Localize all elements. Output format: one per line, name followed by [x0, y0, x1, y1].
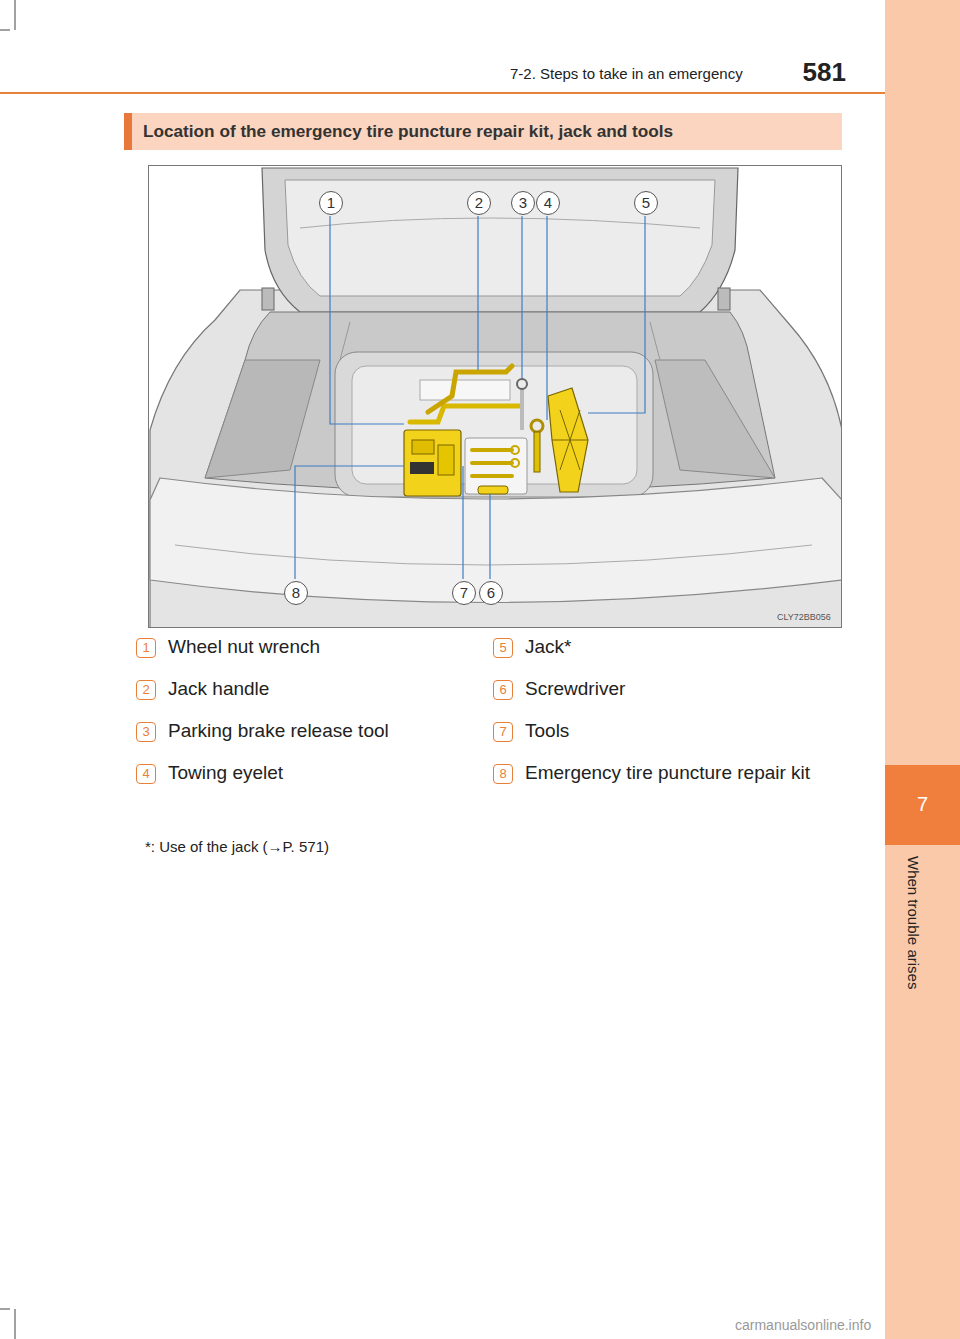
callout-number: 6 [493, 680, 513, 700]
callout-number: 8 [493, 764, 513, 784]
part-name: Jack handle [168, 678, 269, 701]
trunk-illustration [150, 168, 841, 627]
callout-number: 3 [136, 722, 156, 742]
part-name: Tools [525, 720, 569, 743]
callout-number: 5 [493, 638, 513, 658]
callout-number: 5 [634, 191, 658, 215]
callout-number: 3 [511, 191, 535, 215]
callout-number: 2 [467, 191, 491, 215]
part-name: Wheel nut wrench [168, 636, 320, 659]
section-heading-band: Location of the emergency tire puncture … [124, 113, 842, 150]
chapter-title: When trouble arises [904, 856, 922, 989]
callout-number: 7 [452, 581, 476, 605]
part-name: Towing eyelet [168, 762, 283, 785]
crop-marks [0, 0, 15, 1339]
callout-number: 8 [284, 581, 308, 605]
callout-number: 4 [536, 191, 560, 215]
callout-number: 1 [136, 638, 156, 658]
header-rule [0, 92, 885, 94]
callout-number: 2 [136, 680, 156, 700]
figure-code: CLY72BB056 [777, 612, 831, 623]
callout-number: 1 [319, 191, 343, 215]
part-name: Jack* [525, 636, 571, 659]
watermark: carmanualsonline.info [735, 1317, 871, 1334]
part-name: Parking brake release tool [168, 720, 389, 743]
callout-number: 4 [136, 764, 156, 784]
leader-lines [295, 216, 645, 579]
chapter-tab [885, 765, 960, 845]
callout-number: 6 [479, 581, 503, 605]
illustration-frame [149, 166, 842, 628]
page-number: 581 [776, 57, 846, 88]
callout-number: 7 [493, 722, 513, 742]
footnote: *: Use of the jack (→P. 571) [145, 838, 329, 856]
side-band [885, 0, 960, 1339]
section-heading: Location of the emergency tire puncture … [132, 113, 842, 150]
running-header: 7-2. Steps to take in an emergency [510, 65, 743, 83]
part-name: Emergency tire puncture repair kit [525, 757, 835, 788]
chapter-number: 7 [885, 792, 960, 816]
part-name: Screwdriver [525, 678, 625, 701]
